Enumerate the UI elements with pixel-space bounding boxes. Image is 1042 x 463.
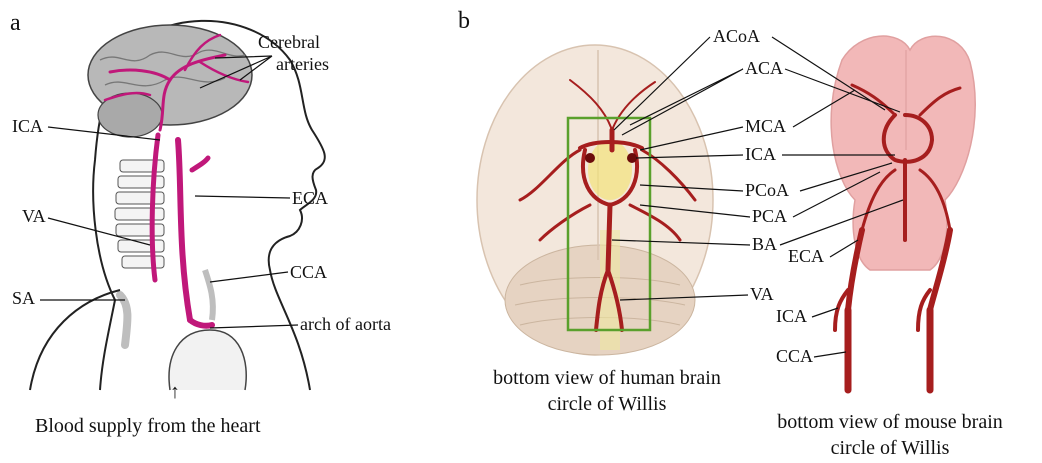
label-sa-a: SA (12, 288, 35, 308)
panel-a: a (10, 10, 391, 437)
subclavian-outline (120, 295, 127, 345)
human-brain-illustration (477, 45, 713, 355)
leader-eca-a (195, 196, 290, 198)
label-cerebral-arteries-line1: Cerebral (258, 32, 320, 52)
caption-blood-supply: Blood supply from the heart (35, 415, 261, 437)
heart-arrow-icon: ↑ (170, 381, 180, 403)
label-cca-b: CCA (776, 346, 813, 366)
panel-b-letter: b (458, 8, 470, 34)
label-pcoa: PCoA (745, 180, 789, 200)
label-va-b: VA (750, 284, 774, 304)
label-aca: ACA (745, 58, 783, 78)
caption-human-line1: bottom view of human brain (493, 367, 721, 389)
caption-mouse-line1: bottom view of mouse brain (777, 411, 1003, 433)
label-ica-b: ICA (745, 144, 776, 164)
caption-mouse-line2: circle of Willis (831, 437, 950, 459)
vertebral-column (115, 160, 164, 268)
label-cerebral-arteries-line2: arteries (276, 54, 329, 74)
cca-outline (205, 270, 213, 320)
panel-b: b (458, 8, 1003, 459)
label-mca: MCA (745, 116, 786, 136)
label-ba: BA (752, 234, 777, 254)
aortic-arch-outline (169, 330, 246, 390)
label-ica-mouse: ICA (776, 306, 807, 326)
label-eca-b: ECA (788, 246, 824, 266)
label-acoa: ACoA (713, 26, 760, 46)
label-pca: PCA (752, 206, 787, 226)
panel-a-letter: a (10, 10, 21, 36)
leader-cca-b (814, 352, 846, 357)
caption-human-line2: circle of Willis (548, 393, 667, 415)
leader-arch (210, 325, 298, 328)
label-eca-a: ECA (292, 188, 328, 208)
label-va-a: VA (22, 206, 46, 226)
label-cca-a: CCA (290, 262, 327, 282)
leader-cca-a (210, 272, 288, 282)
label-arch-of-aorta: arch of aorta (300, 314, 391, 334)
label-ica-a: ICA (12, 116, 43, 136)
